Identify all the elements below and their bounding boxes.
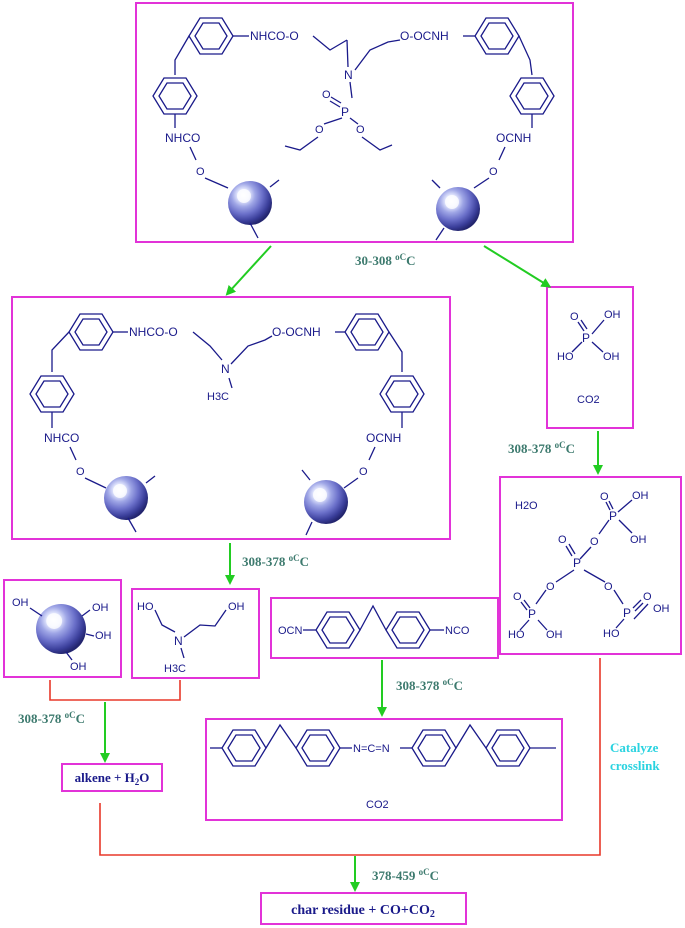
temp-label-stage3: 378-459 oCC [372,867,439,883]
svg-text:O: O [558,534,567,546]
svg-text:OH: OH [92,602,109,614]
temp-label-isocyanate: 308-378 oCC [396,677,463,693]
oocnh-right-label: O-OCNH [400,29,449,43]
svg-text:O: O [489,166,498,178]
box-mdea [131,588,260,679]
middle-polymer-structure: NHCO-O N O-OCNH H3C NHCO NHCO O OCNH O [29,313,425,536]
polymer-sphere [104,476,148,520]
svg-text:P: P [623,606,631,620]
temp-label-left: 308-378 oCC [18,710,85,726]
box-polyol [3,579,122,678]
svg-text:O: O [196,166,205,178]
catalyze-label-line2: crosslink [610,758,660,773]
connector-to-char [99,658,601,856]
svg-text:O: O [76,466,85,478]
svg-text:P: P [609,509,617,523]
svg-text:NHCO-O: NHCO-O [129,325,178,339]
svg-text:OH: OH [12,597,29,609]
svg-text:O: O [643,591,652,603]
svg-text:O: O [546,581,555,593]
svg-text:OCNH: OCNH [366,431,401,445]
polyol-structure: OH OH OH OH [12,597,112,673]
polymer-sphere [436,187,480,231]
polymer-sphere [228,181,272,225]
nitrogen-label: N [344,68,353,82]
svg-text:O: O [356,124,365,136]
svg-text:O: O [590,536,599,548]
red-connectors [49,658,601,856]
temp-label-stage1: 30-308 oCC [355,252,415,268]
svg-text:O: O [604,581,613,593]
carbodiimide-structure: N=C=N CO2 [210,723,556,811]
phosphoric-acid-structure: O P OH HO OH CO2 [557,309,621,406]
box-phosphoric-acid [546,286,634,429]
arrow-to-phosphoric [483,245,552,288]
temp-label-right: 308-378 oCC [508,440,575,456]
svg-text:O: O [570,311,579,323]
reaction-arrows [100,245,603,892]
svg-text:OH: OH [632,490,649,502]
svg-text:OH: OH [604,309,621,321]
svg-text:N: N [174,634,183,648]
svg-text:OH: OH [95,630,112,642]
polymer-sphere [304,480,348,524]
carbodiimide-linker: N=C=N [353,743,390,755]
svg-text:OH: OH [653,603,670,615]
box-polyphosphoric [499,476,682,655]
catalyze-label-line1: Catalyze [610,740,659,755]
box-mdi [270,597,499,659]
svg-text:O: O [513,591,522,603]
h2o-label: H2O [515,500,538,512]
svg-text:O: O [359,466,368,478]
svg-text:HO: HO [603,628,620,640]
co2-label: CO2 [577,394,600,406]
svg-text:H3C: H3C [207,391,229,403]
svg-text:OH: OH [603,351,620,363]
svg-text:P: P [528,607,536,621]
svg-text:OH: OH [70,661,87,673]
svg-text:HO: HO [508,629,525,641]
box-middle-polymer [11,296,451,540]
alkene-h2o-label: alkene + H2O [75,770,150,787]
box-top-polymer [135,2,574,243]
phosphorus-label: P [341,105,349,119]
svg-text:OCN: OCN [278,625,303,637]
svg-text:NHCO: NHCO [44,431,79,445]
top-polymer-structure: NHCO-O N O-OCNH O P O O NHCO O [152,17,555,241]
svg-text:HO: HO [137,601,154,613]
co2-label: CO2 [366,799,389,811]
svg-text:O: O [322,89,331,101]
svg-text:P: P [573,556,581,570]
polymer-sphere [36,604,86,654]
svg-text:O: O [315,124,324,136]
box-alkene-h2o [61,763,163,792]
svg-text:H3C: H3C [164,663,186,675]
svg-text:OH: OH [630,534,647,546]
connector-polyol-mdea [49,680,181,701]
temp-label-center: 308-378 oCC [242,553,309,569]
svg-text:O: O [600,491,609,503]
box-carbodiimide [205,718,563,821]
box-char-residue [260,892,467,925]
arrow-to-middle [225,245,272,296]
char-residue-label: char residue + CO+CO2 [291,903,435,920]
svg-text:OCNH: OCNH [496,131,531,145]
mdea-structure: HO N OH H3C [137,601,245,675]
svg-text:OH: OH [546,629,563,641]
mdi-structure: OCN NCO [278,604,470,649]
svg-text:O-OCNH: O-OCNH [272,325,321,339]
nhcoo-left-label: NHCO-O [250,29,299,43]
svg-text:HO: HO [557,351,574,363]
svg-text:OH: OH [228,601,245,613]
svg-text:NHCO: NHCO [165,131,200,145]
nitrogen-label: N [221,362,230,376]
polyphosphoric-acid-structure: H2O O P OH OH O O P O O O P HO OH P O [508,490,670,641]
svg-text:NCO: NCO [445,625,470,637]
svg-text:P: P [582,331,590,345]
